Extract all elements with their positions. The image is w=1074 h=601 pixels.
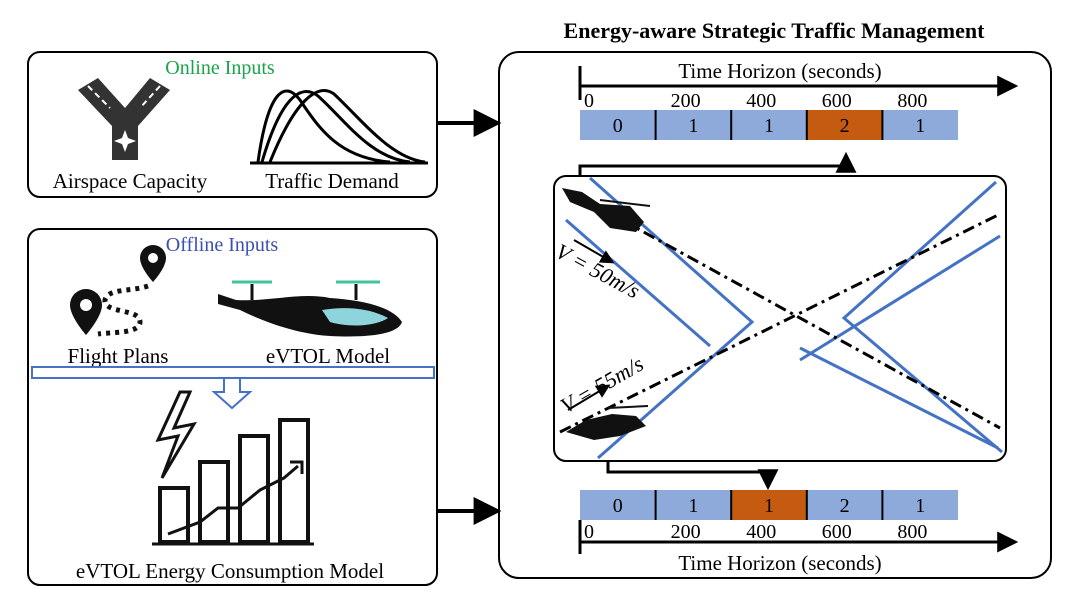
- lower-speed-arrow: [567, 384, 611, 411]
- top-timeline-cell-value: 2: [840, 115, 850, 137]
- bottom-axis-label: Time Horizon (seconds): [678, 551, 881, 575]
- top-timeline-cell-1: [655, 110, 732, 140]
- top-timeline-cell-value: 0: [613, 115, 623, 137]
- bottom-timeline-tick-label: 200: [671, 521, 701, 543]
- bottom-timeline-tick-label: 400: [746, 521, 776, 543]
- helicopter-upper-icon: [562, 188, 651, 232]
- helicopter-lower-icon: [566, 405, 649, 440]
- bottom-timeline-cell-value: 1: [688, 495, 698, 517]
- energy-consumption-label: eVTOL Energy Consumption Model: [76, 559, 384, 583]
- top-timeline-cell-value: 1: [764, 115, 774, 137]
- airspace-capacity-icon: [78, 78, 170, 160]
- top-timeline-cell-2: [731, 110, 807, 140]
- top-timeline-cell-3: [806, 110, 883, 140]
- traffic-demand-icon: [250, 89, 428, 165]
- bottom-timeline-cell-4: [882, 490, 958, 520]
- flight-plans-icon: [70, 245, 166, 337]
- bottom-timeline-tick-label: 600: [822, 521, 852, 543]
- top-timeline-tick-label: 200: [671, 90, 701, 112]
- down-arrow-icon: [211, 377, 253, 410]
- top-timeline-cell-4: [882, 110, 958, 140]
- bottom-timeline-cell-2: [731, 490, 807, 520]
- top-axis-label: Time Horizon (seconds): [678, 59, 881, 83]
- top-connector-arrow: [578, 151, 857, 180]
- bottom-timeline-tick-label: 800: [897, 521, 927, 543]
- bottom-timeline-tick-label: 0: [584, 521, 594, 543]
- airspace-capacity-label: Airspace Capacity: [53, 169, 208, 193]
- bottom-timeline-cell-1: [655, 490, 732, 520]
- bottom-connector-arrow: [606, 461, 779, 491]
- bottom-timeline-cell-3: [806, 490, 883, 520]
- separator-bar: [31, 366, 435, 379]
- bottom-timeline-cell-value: 1: [915, 495, 925, 517]
- bottom-timeline-cell-value: 2: [840, 495, 850, 517]
- diagram-title: Energy-aware Strategic Traffic Managemen…: [564, 18, 986, 43]
- upper-speed-arrow: [573, 239, 615, 264]
- top-timeline-cell-0: [580, 110, 656, 140]
- top-timeline-tick-label: 600: [822, 90, 852, 112]
- online-inputs-title: Online Inputs: [165, 57, 275, 79]
- online-inputs-box: [27, 51, 438, 198]
- bottom-timeline-cell-value: 0: [613, 495, 623, 517]
- evtol-model-label: eVTOL Model: [266, 344, 390, 368]
- evtol-model-icon: [218, 280, 402, 337]
- top-timeline-tick-label: 400: [746, 90, 776, 112]
- top-timeline-cell-value: 1: [915, 115, 925, 137]
- flight-plans-label: Flight Plans: [68, 344, 169, 368]
- route-centerlines: [559, 206, 1001, 434]
- offline-inputs-box: [27, 228, 438, 586]
- top-timeline-tick-label: 800: [897, 90, 927, 112]
- energy-consumption-icon: [152, 390, 314, 546]
- traffic-demand-label: Traffic Demand: [265, 169, 399, 193]
- bottom-timeline-cell-0: [580, 490, 656, 520]
- stm-panel: [498, 51, 1052, 579]
- bottom-timeline-cell-value: 1: [764, 495, 774, 517]
- top-timeline-tick-label: 0: [584, 90, 594, 112]
- route-lines: [565, 176, 1003, 460]
- top-timeline-cell-value: 1: [688, 115, 698, 137]
- offline-inputs-title: Offline Inputs: [166, 234, 279, 256]
